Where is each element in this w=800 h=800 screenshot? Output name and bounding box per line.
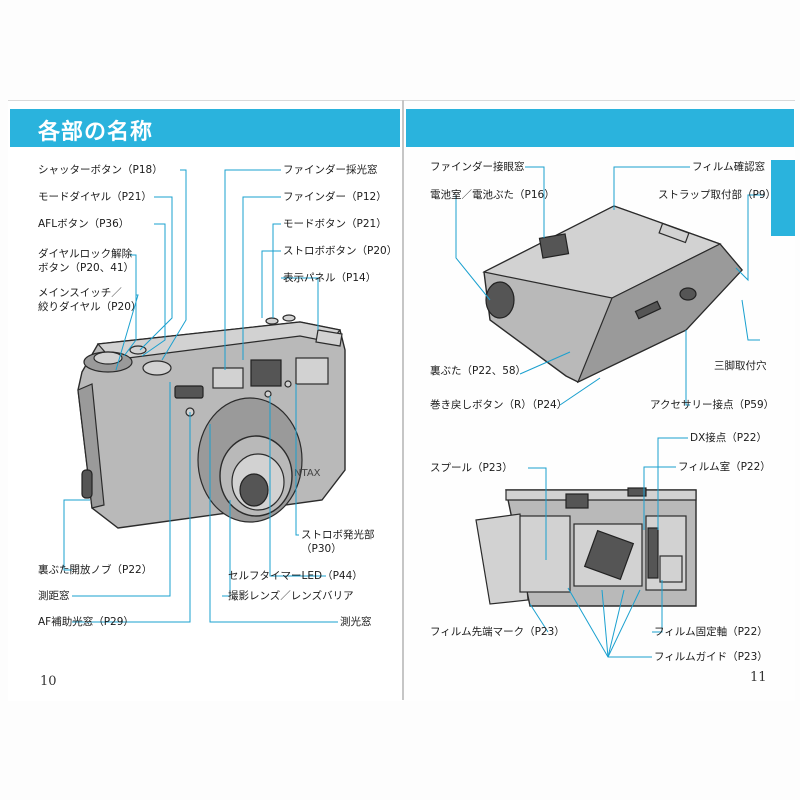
label-strobe-window-2: （P30）: [301, 543, 342, 555]
leader-lines-left: [63, 169, 338, 623]
index-tab: [771, 160, 795, 236]
label-spool: スプール（P23）: [430, 462, 513, 474]
label-lens: 撮影レンズ／レンズバリア: [228, 590, 354, 602]
camera-brand-text: NTAX: [294, 468, 321, 479]
label-selftimer-led: セルフタイマーLED（P44）: [228, 570, 363, 582]
page-number-right: 11: [750, 670, 767, 685]
label-dial-lock-1: ダイヤルロック解除: [38, 248, 133, 260]
label-film-shaft: フィルム固定軸（P22）: [654, 626, 768, 638]
page-title: 各部の名称: [38, 120, 154, 145]
label-af-assist-window: AF補助光窓（P29）: [38, 616, 134, 628]
page-number-left: 10: [40, 674, 57, 689]
label-range-window: 測距窓: [38, 590, 70, 602]
label-main-switch-1: メインスイッチ／: [38, 287, 122, 299]
label-dial-lock-2: ボタン（P20、41）: [38, 262, 135, 274]
label-shutter-button: シャッターボタン（P18）: [38, 164, 163, 176]
label-film-chamber: フィルム室（P22）: [678, 461, 771, 473]
rear-camera-illustration: [482, 205, 743, 384]
label-battery-chamber: 電池室／電池ぶた（P16）: [430, 189, 555, 201]
label-film-window: フィルム確認窓: [692, 161, 766, 173]
label-display-panel: 表示パネル（P14）: [283, 272, 377, 284]
title-band-left: [10, 109, 400, 147]
label-eyepiece: ファインダー接眼窓: [430, 161, 525, 173]
label-strobe-window-1: ストロボ発光部: [301, 529, 375, 541]
label-mode-dial: モードダイヤル（P21）: [38, 191, 152, 203]
leader-lines-right: [455, 166, 764, 658]
label-strap-mount: ストラップ取付部（P9）: [658, 189, 777, 201]
page-gutter: [402, 100, 404, 700]
label-afl-button: AFLボタン（P36）: [38, 218, 130, 230]
label-finder-light-window: ファインダー採光窓: [283, 164, 378, 176]
label-rewind-button: 巻き戻しボタン（R）（P24）: [430, 399, 568, 411]
label-film-leader-mark: フィルム先端マーク（P23）: [430, 626, 565, 638]
label-film-guide: フィルムガイド（P23）: [654, 651, 768, 663]
label-accessory-contacts: アクセサリー接点（P59）: [650, 399, 775, 411]
label-mode-button: モードボタン（P21）: [283, 218, 387, 230]
label-finder: ファインダー（P12）: [283, 191, 387, 203]
title-band-right: [406, 109, 794, 147]
label-main-switch-2: 絞りダイヤル（P20）: [38, 301, 142, 313]
label-strobe-button: ストロボボタン（P20）: [283, 245, 398, 257]
label-back-open-knob: 裏ぶた開放ノブ（P22）: [38, 564, 153, 576]
label-tripod-socket: 三脚取付穴: [714, 360, 767, 372]
label-metering-window: 測光窓: [340, 616, 372, 628]
open-camera-illustration: [475, 487, 697, 607]
label-dx-contacts: DX接点（P22）: [690, 432, 767, 444]
front-camera-illustration: NTAX: [77, 314, 346, 529]
label-back-cover: 裏ぶた（P22、58）: [430, 365, 527, 377]
